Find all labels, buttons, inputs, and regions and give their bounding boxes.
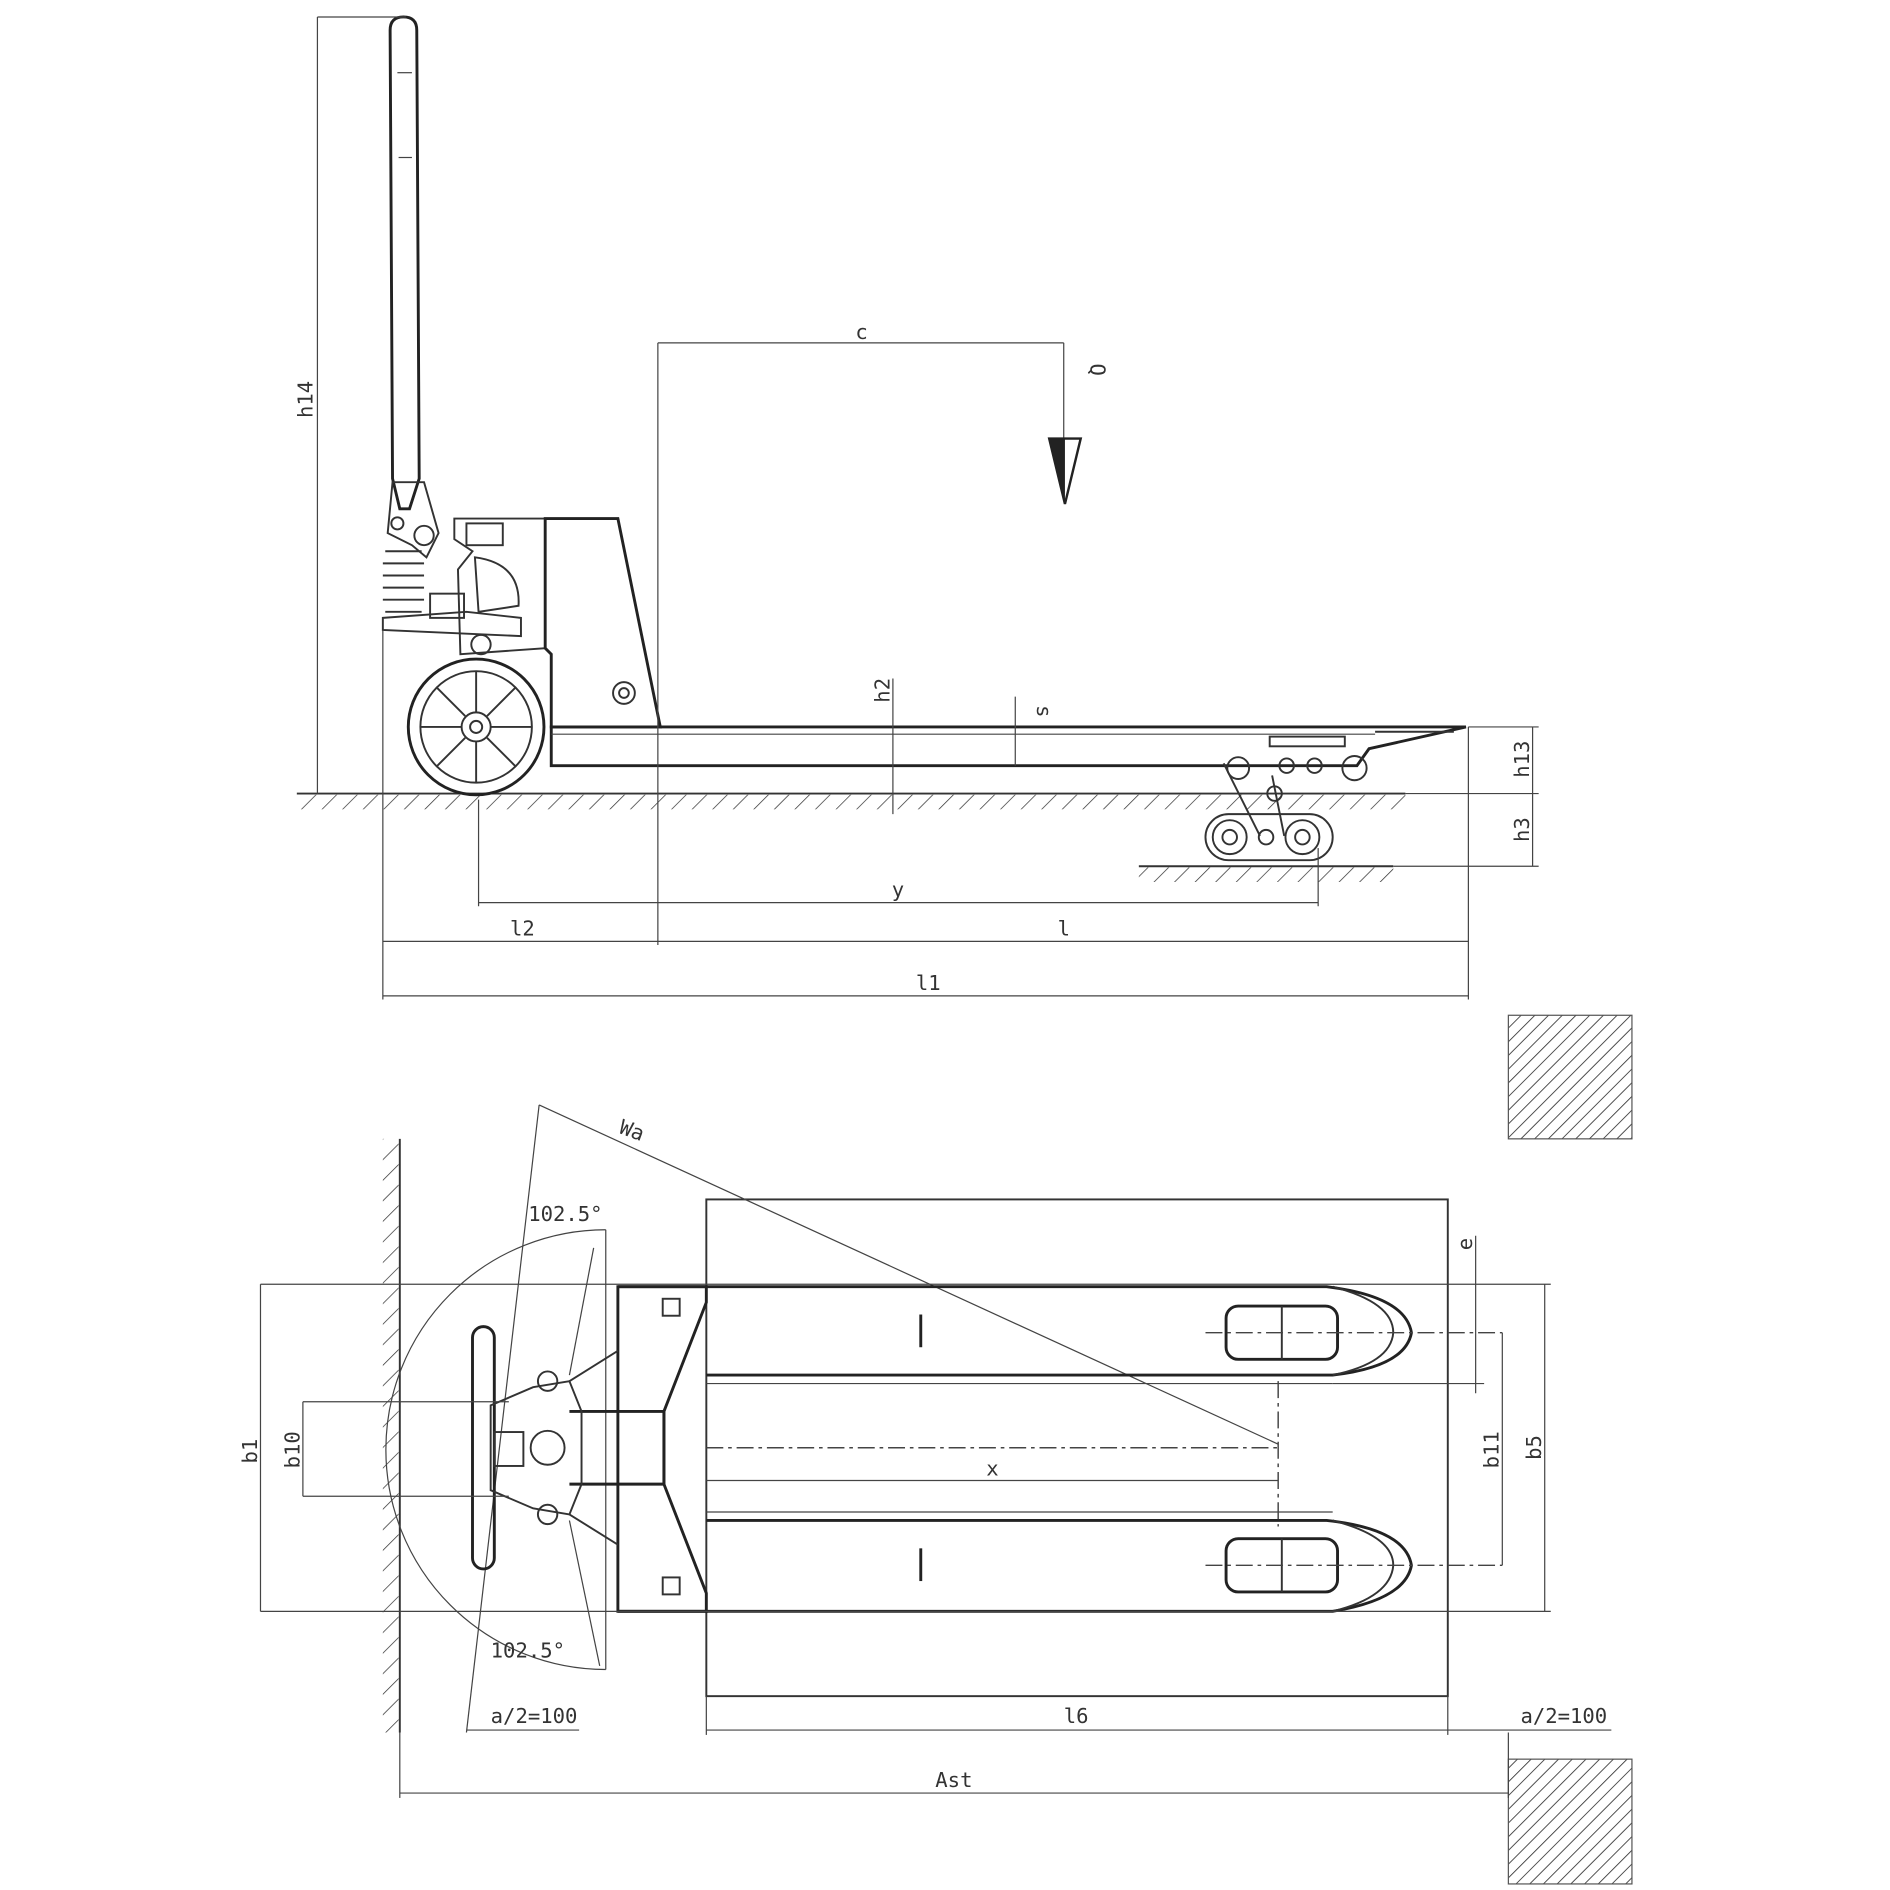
label-c: c (855, 320, 867, 344)
label-s: s (1032, 705, 1056, 717)
ground-hatch (296, 794, 1406, 810)
obstacle-block-top (1507, 1014, 1633, 1140)
label-h13: h13 (1510, 741, 1534, 778)
label-Ast: Ast (935, 1768, 972, 1792)
label-l1: l1 (916, 971, 941, 995)
fork-side (549, 725, 1467, 768)
chassis-bolt (612, 681, 636, 705)
fork-slot (1268, 735, 1346, 748)
chassis-top (616, 1285, 708, 1613)
label-b1: b1 (238, 1439, 262, 1464)
turning-arc (385, 1229, 606, 1671)
dimension-lines (316, 16, 1539, 1000)
load-roller-top (1224, 1304, 1339, 1594)
chassis (543, 517, 663, 729)
label-Wa: Wa (616, 1115, 647, 1146)
label-b10: b10 (280, 1431, 304, 1468)
label-e: e (1453, 1238, 1477, 1250)
label-h3: h3 (1510, 817, 1534, 842)
fork-left (617, 1285, 1413, 1377)
label-x: x (986, 1457, 998, 1481)
top-dimension-lines (259, 1235, 1612, 1798)
label-h14: h14 (294, 381, 318, 418)
wa-line (538, 1104, 1279, 1445)
label-h2: h2 (870, 678, 894, 703)
steer-wheel (406, 657, 546, 797)
obstacle-block-bottom (1507, 1758, 1633, 1885)
load-rollers (1204, 755, 1368, 862)
label-a2-left: a/2=100 (491, 1704, 578, 1728)
label-y: y (892, 878, 904, 902)
fork-right (617, 1519, 1413, 1613)
label-angle-top: 102.5° (528, 1202, 602, 1226)
tiller-handle (388, 15, 421, 511)
load-arrow-fill (1049, 438, 1065, 504)
label-b5: b5 (1522, 1435, 1546, 1460)
top-view: Wa 102.5° 102.5° b1 b10 x e b11 b5 a/2=1… (238, 1104, 1612, 1798)
label-l2: l2 (510, 916, 535, 940)
pump-mechanism (381, 481, 547, 656)
wall-hatch (382, 1138, 399, 1733)
label-l: l (1058, 916, 1070, 940)
side-view: h14 c Q h2 s h13 h3 y l2 l l1 (294, 15, 1539, 1000)
label-b11: b11 (1480, 1431, 1504, 1468)
label-a2-right: a/2=100 (1520, 1704, 1607, 1728)
lowered-ground-hatch (1138, 867, 1394, 882)
pump-top (489, 1350, 619, 1546)
label-Q: Q (1085, 363, 1109, 375)
label-angle-bottom: 102.5° (491, 1638, 565, 1662)
label-l6: l6 (1064, 1704, 1089, 1728)
